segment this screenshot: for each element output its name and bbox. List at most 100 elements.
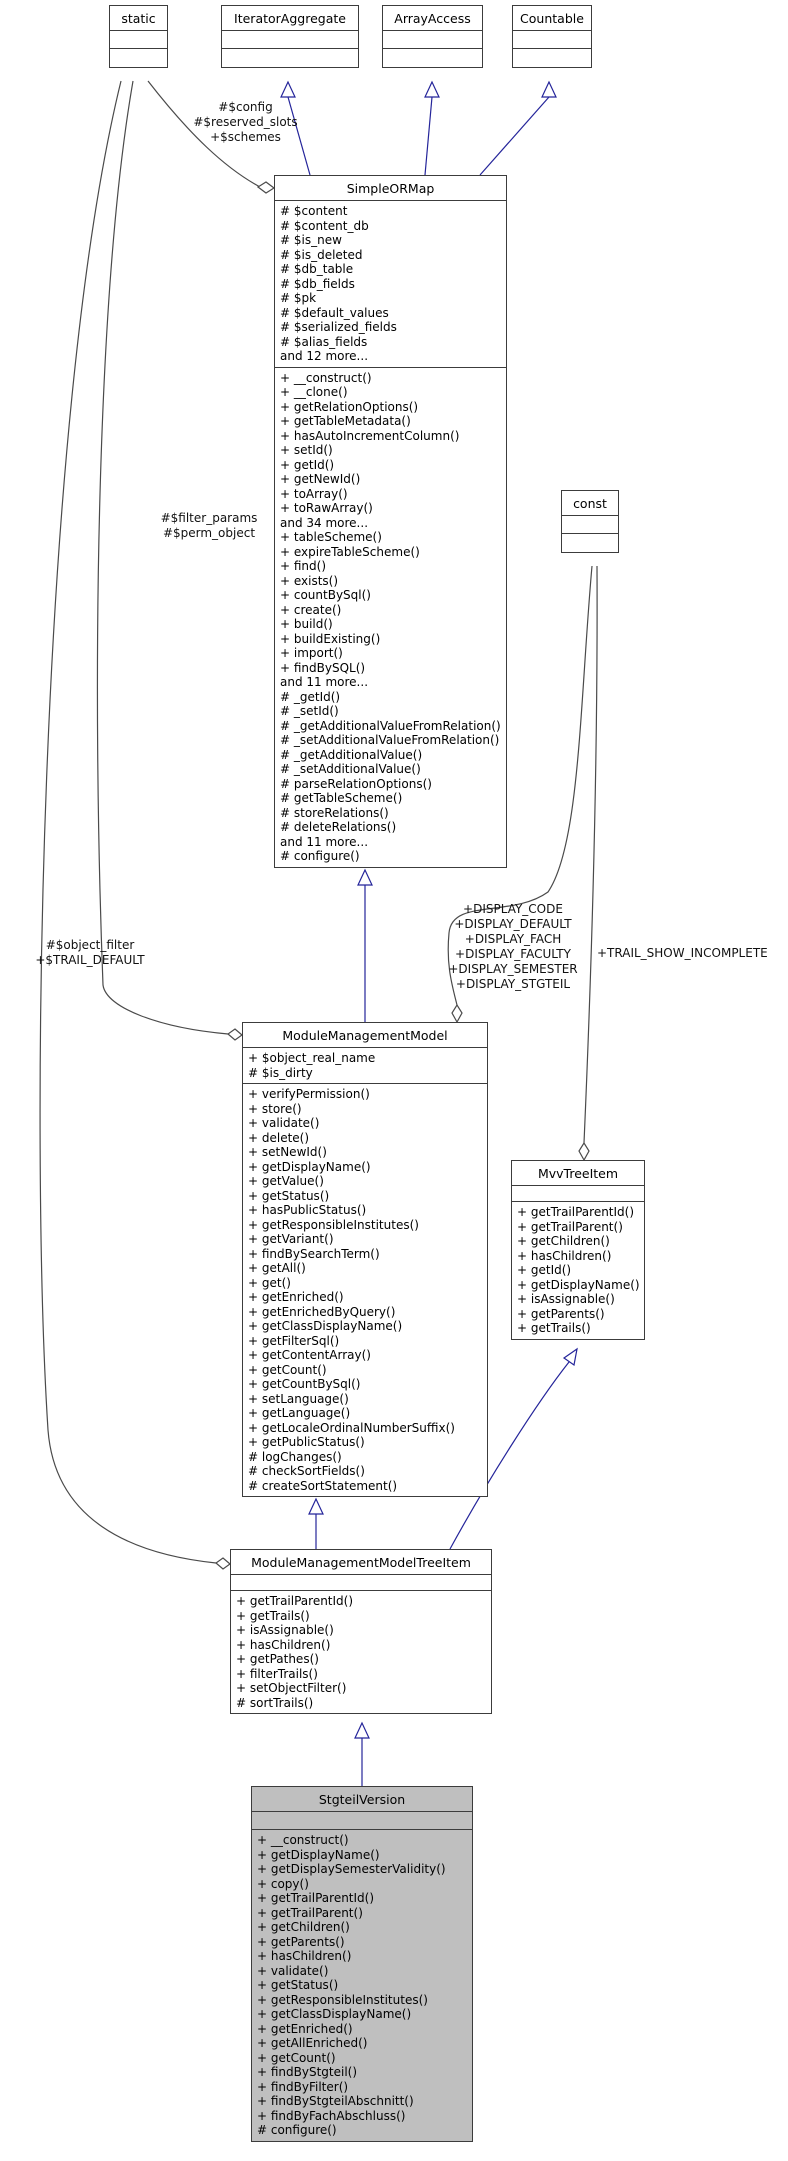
- edge-label-line: +DISPLAY_DEFAULT: [454, 917, 572, 931]
- class-modulemanagementmodeltreeitem[interactable]: ModuleManagementModelTreeItem+ getTrailP…: [230, 1549, 492, 1714]
- class-iteratoraggregate[interactable]: IteratorAggregate: [221, 5, 359, 68]
- class-mvvtreeitem-compartment-0: [512, 1186, 644, 1202]
- member: + getCount(): [248, 1362, 327, 1377]
- member: + __clone(): [280, 385, 348, 399]
- member: + getTrailParentId(): [236, 1594, 354, 1608]
- edge-inheritance-simpleormap-countable: [479, 96, 550, 176]
- member: + setObjectFilter(): [236, 1681, 347, 1695]
- edge-label-line: +DISPLAY_STGTEIL: [455, 977, 571, 991]
- member: + setId(): [280, 443, 333, 457]
- class-const-compartment-0: [562, 516, 618, 534]
- member: + $object_real_name: [248, 1051, 376, 1065]
- member: + findByStgteil(): [257, 2065, 358, 2079]
- member: + getValue(): [248, 1174, 324, 1188]
- class-const[interactable]: const: [561, 490, 619, 553]
- member: and 34 more...: [280, 515, 369, 530]
- class-countable[interactable]: Countable: [512, 5, 592, 68]
- member: + validate(): [257, 1963, 329, 1978]
- member: + getClassDisplayName(): [248, 1319, 403, 1333]
- member: + __construct(): [257, 1833, 349, 1847]
- member: + copy(): [257, 1876, 309, 1891]
- member: # $is_dirty: [248, 1065, 313, 1080]
- member: + isAssignable(): [517, 1292, 615, 1306]
- member: + getChildren(): [257, 1920, 350, 1934]
- class-arrayaccess-compartment-0: [383, 31, 482, 49]
- edge-label-line: #$filter_params: [160, 511, 258, 525]
- member: # $content_db: [280, 218, 369, 233]
- member: # $db_table: [280, 262, 354, 276]
- class-modulemanagementmodel[interactable]: ModuleManagementModel+ $object_real_name…: [242, 1022, 488, 1497]
- member: + getId(): [517, 1263, 572, 1277]
- member: + getDisplayName(): [257, 1847, 380, 1862]
- member: # sortTrails(): [236, 1695, 314, 1710]
- edge-aggregation-const-modulemanagementmodel: [447, 565, 593, 1006]
- inheritance-arrow-countable: [541, 80, 557, 98]
- edge-label-line: +TRAIL_SHOW_INCOMPLETE: [597, 946, 768, 960]
- member: + getStatus(): [248, 1188, 330, 1203]
- class-mvvtreeitem-compartment-1: + getTrailParentId()+ getTrailParent()+ …: [512, 1202, 644, 1339]
- member: + getTrails(): [236, 1608, 310, 1623]
- member: + getCount(): [257, 2050, 336, 2065]
- edge-label-static-modulemanagementmodel: #$filter_params#$perm_object: [150, 511, 268, 541]
- class-const-compartment-1: [562, 534, 618, 552]
- class-countable-compartment-0: [513, 31, 591, 49]
- member: + getParents(): [257, 1934, 345, 1949]
- member: + getTrailParentId(): [257, 1891, 375, 1905]
- member: + toRawArray(): [280, 501, 373, 515]
- class-static[interactable]: static: [109, 5, 168, 68]
- inheritance-arrow-iteratoraggregate: [280, 80, 296, 98]
- member: # $is_new: [280, 233, 342, 247]
- aggregation-diamond-modulemanagementmodel-left: [227, 1028, 243, 1041]
- member: + findBySQL(): [280, 660, 366, 675]
- member: + hasChildren(): [517, 1248, 612, 1263]
- class-mvvtreeitem[interactable]: MvvTreeItem+ getTrailParentId()+ getTrai…: [511, 1160, 645, 1340]
- edge-label-line: #$reserved_slots: [193, 115, 298, 129]
- edge-label-line: +DISPLAY_FACH: [464, 932, 562, 946]
- member: # $default_values: [280, 305, 389, 320]
- class-arrayaccess[interactable]: ArrayAccess: [382, 5, 483, 68]
- member: + getParents(): [517, 1306, 605, 1321]
- aggregation-diamond-simpleormap: [256, 181, 276, 194]
- edge-label-line: #$perm_object: [162, 526, 256, 540]
- member: + find(): [280, 559, 327, 573]
- member: + hasAutoIncrementColumn(): [280, 428, 460, 443]
- member: + store(): [248, 1101, 302, 1116]
- class-simpleormap[interactable]: SimpleORMap# $content# $content_db# $is_…: [274, 175, 507, 868]
- member: + findByFilter(): [257, 2079, 349, 2094]
- member: # configure(): [257, 2123, 337, 2137]
- inheritance-arrow-arrayaccess: [424, 80, 440, 98]
- edge-aggregation-static-treeitem: [39, 80, 217, 1564]
- member: and 11 more...: [280, 675, 369, 689]
- class-iteratoraggregate-compartment-0: [222, 31, 358, 49]
- member: # createSortStatement(): [248, 1478, 398, 1493]
- member: + getContentArray(): [248, 1348, 371, 1362]
- member: # $db_fields: [280, 276, 355, 291]
- member: # storeRelations(): [280, 805, 389, 820]
- class-stgteilversion-compartment-0: [252, 1812, 472, 1830]
- member: + getStatus(): [257, 1978, 339, 1992]
- member: + getResponsibleInstitutes(): [257, 1992, 428, 2007]
- member: + getFilterSql(): [248, 1333, 340, 1348]
- edge-label-line: +$TRAIL_DEFAULT: [35, 953, 145, 967]
- inheritance-arrow-modulemanagementmodel: [308, 1497, 324, 1515]
- member: + getTableMetadata(): [280, 414, 411, 428]
- edge-inheritance-simpleormap-arrayaccess: [424, 96, 433, 176]
- member: + getRelationOptions(): [280, 399, 419, 414]
- member: # _setId(): [280, 704, 339, 718]
- class-static-compartment-1: [110, 49, 167, 67]
- inheritance-arrow-simpleormap: [357, 868, 373, 886]
- inheritance-arrow-treeitem: [354, 1721, 370, 1739]
- class-stgteilversion[interactable]: StgteilVersion+ __construct()+ getDispla…: [251, 1786, 473, 2142]
- member: + filterTrails(): [236, 1666, 318, 1681]
- member: + setLanguage(): [248, 1391, 349, 1406]
- class-countable-compartment-1: [513, 49, 591, 67]
- member: # _getAdditionalValue(): [280, 747, 423, 762]
- member: + __construct(): [280, 370, 372, 385]
- member: + tableScheme(): [280, 530, 382, 544]
- class-title-countable: Countable: [513, 6, 591, 31]
- edge-label-const-mvvtreeitem: +TRAIL_SHOW_INCOMPLETE: [597, 946, 787, 961]
- edge-label-line: +DISPLAY_FACULTY: [455, 947, 571, 961]
- member: # $alias_fields: [280, 334, 368, 349]
- member: + getTrailParent(): [517, 1219, 623, 1234]
